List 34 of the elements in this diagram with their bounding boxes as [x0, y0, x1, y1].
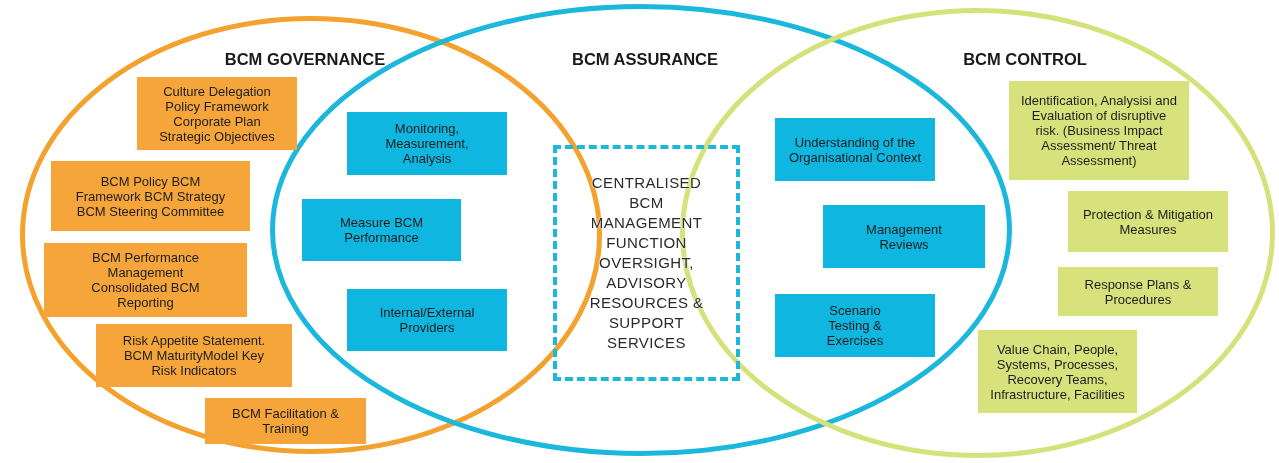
box-text: BCM Performance Management Consolidated BCM Reporting [90, 250, 201, 310]
box-text: Response Plans & Procedures [1083, 276, 1193, 307]
category-box [1058, 267, 1218, 316]
box-text: Value Chain, People, Systems, Processes, Recovery Teams, Infrastructure, Facilities [989, 341, 1126, 402]
category-box [347, 112, 507, 175]
category-box [347, 289, 507, 351]
category-box [302, 199, 461, 261]
circle-heading: BCM GOVERNANCE [223, 50, 387, 69]
category-box [978, 330, 1137, 413]
box-text: Scenario Testing & Exercises [825, 303, 885, 348]
category-box [51, 161, 250, 231]
box-text: Protection & Mitigation Measures [1081, 206, 1215, 237]
circle-heading: BCM ASSURANCE [570, 50, 720, 69]
box-text: Management Reviews [865, 221, 943, 252]
box-text: BCM Facilitation & Training [231, 406, 340, 436]
box-text: Risk Appetite Statement. BCM MaturityModel Key Risk Indicators [121, 333, 267, 378]
category-box [775, 294, 935, 357]
box-text: Culture Delegation Policy Framework Corporate Plan Strategic Objectives [158, 83, 276, 144]
category-box [137, 77, 297, 150]
category-box [1009, 81, 1189, 180]
category-box [205, 398, 366, 444]
box-text: Understanding of the Organisational Context [787, 134, 923, 165]
box-text: Internal/External Providers [378, 305, 476, 335]
box-text: Monitoring, Measurement, Analysis [384, 121, 470, 166]
category-box [44, 243, 247, 317]
category-box [1068, 191, 1228, 252]
box-text: Identification, Analysisi and Evaluation of disruptive risk. (Business Impact Assessment/ Threat Assessment) [1019, 93, 1179, 168]
category-box [823, 205, 985, 268]
box-text: Measure BCM Performance [338, 215, 425, 245]
category-box [775, 118, 935, 181]
circle-heading: BCM CONTROL [962, 50, 1088, 69]
box-text: BCM Policy BCM Framework BCM Strategy BCM Steering Committee [74, 173, 227, 219]
category-box [96, 324, 292, 387]
dashed-box [553, 145, 740, 381]
